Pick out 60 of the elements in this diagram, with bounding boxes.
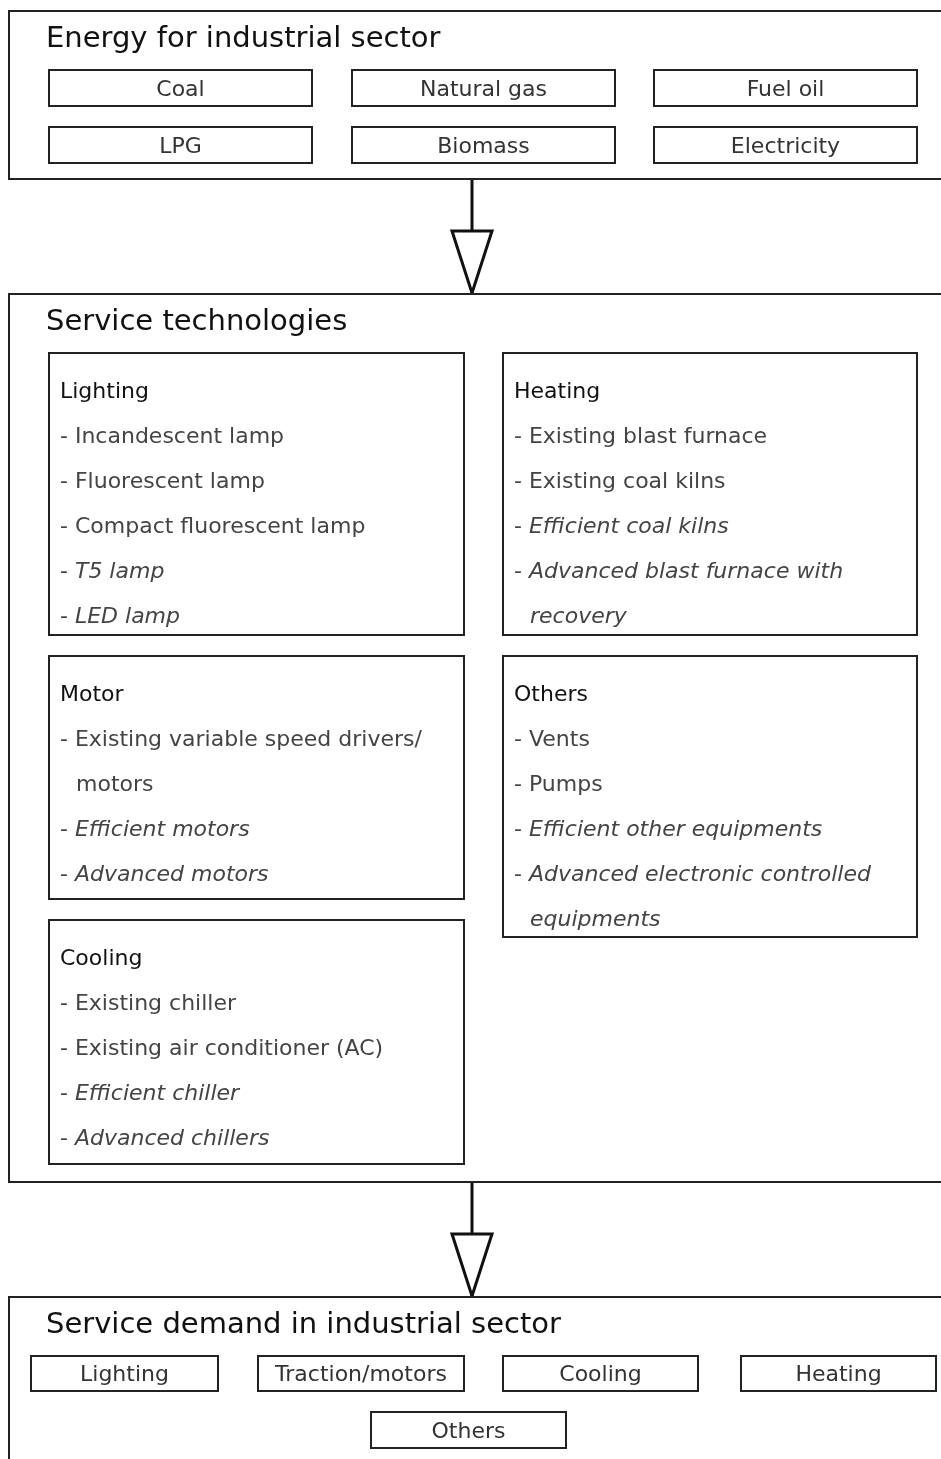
category-box xyxy=(48,126,313,164)
panel-title: Service demand in industrial sector xyxy=(46,1306,561,1340)
list-item: - Incandescent lamp xyxy=(60,422,286,450)
list-item: - Advanced motors xyxy=(60,860,270,888)
box-heading: Motor xyxy=(60,680,125,708)
panel-title: Energy for industrial sector xyxy=(46,20,441,54)
box-label: Traction/motors xyxy=(275,1361,447,1386)
list-item: - Pumps xyxy=(514,770,604,798)
list-item: - Efficient chiller xyxy=(60,1079,241,1107)
list-item: - Existing chiller xyxy=(60,989,238,1017)
category-box xyxy=(370,1411,567,1449)
box-heading: Heating xyxy=(514,377,602,405)
technology-box xyxy=(502,352,918,636)
list-item: - T5 lamp xyxy=(60,557,166,585)
category-box xyxy=(351,126,616,164)
category-box xyxy=(257,1355,465,1392)
category-box xyxy=(740,1355,937,1392)
list-item: - Existing blast furnace xyxy=(514,422,769,450)
technology-box xyxy=(48,655,465,900)
technology-box xyxy=(48,919,465,1165)
technology-box xyxy=(48,352,465,636)
list-item: - Advanced electronic controlled equipments xyxy=(514,860,872,933)
box-heading: Cooling xyxy=(60,944,144,972)
section-panel xyxy=(8,1296,941,1459)
section-panel xyxy=(8,10,941,180)
list-item: - Existing variable speed drivers/ motors xyxy=(60,725,423,798)
box-heading: Others xyxy=(514,680,589,708)
list-item: - Fluorescent lamp xyxy=(60,467,266,495)
box-label: Natural gas xyxy=(419,75,548,101)
list-item: - Advanced chillers xyxy=(60,1124,271,1152)
list-item: - Compact fluorescent lamp xyxy=(60,512,367,540)
list-item: - Advanced blast furnace with recovery xyxy=(514,557,845,630)
list-item: - Existing air conditioner (AC) xyxy=(60,1034,385,1062)
box-label: Electricity xyxy=(730,132,841,158)
list-item: - Efficient coal kilns xyxy=(514,512,730,540)
box-label: Lighting xyxy=(80,1361,169,1386)
category-box xyxy=(502,1355,699,1392)
category-box xyxy=(653,69,918,107)
list-item: - Efficient motors xyxy=(60,815,251,843)
box-label: Biomass xyxy=(437,132,530,158)
box-label: Cooling xyxy=(559,1361,642,1386)
category-box xyxy=(653,126,918,164)
box-label: Coal xyxy=(156,75,205,101)
down-arrow xyxy=(450,180,494,295)
category-box xyxy=(48,69,313,107)
panel-title: Service technologies xyxy=(46,303,348,337)
box-label: LPG xyxy=(159,132,202,158)
box-heading: Lighting xyxy=(60,377,150,405)
category-box xyxy=(351,69,616,107)
section-panel xyxy=(8,293,941,1183)
box-label: Others xyxy=(431,1417,506,1443)
list-item: - Vents xyxy=(514,725,591,753)
list-item: - Existing coal kilns xyxy=(514,467,727,495)
list-item: - Efficient other equipments xyxy=(514,815,824,843)
category-box xyxy=(30,1355,219,1392)
down-arrow xyxy=(450,1183,494,1298)
box-label: Fuel oil xyxy=(746,75,825,101)
list-item: - LED lamp xyxy=(60,602,182,630)
technology-box xyxy=(502,655,918,938)
box-label: Heating xyxy=(795,1361,882,1386)
